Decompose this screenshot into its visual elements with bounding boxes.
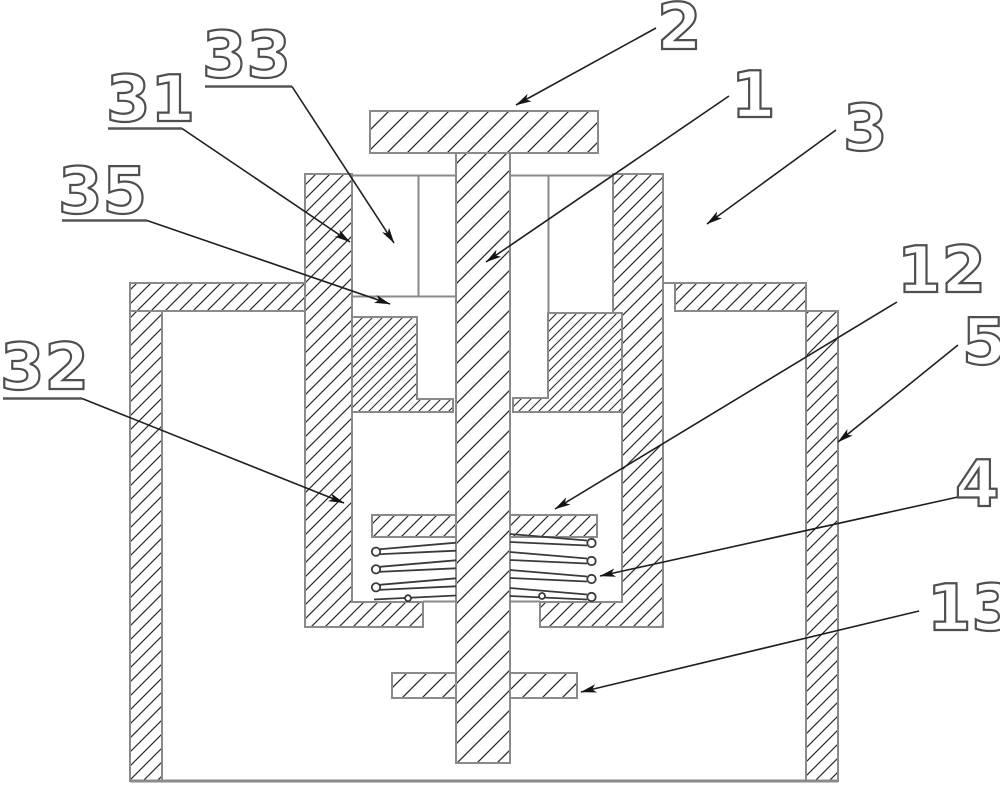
right-spring-plate bbox=[510, 515, 597, 537]
left-seat-block bbox=[352, 317, 453, 412]
callout-label-31: 31 bbox=[106, 68, 195, 132]
callout-label-2: 2 bbox=[657, 0, 702, 60]
left-spring bbox=[372, 543, 456, 602]
top-cap bbox=[370, 111, 598, 153]
container-left-wall bbox=[130, 311, 162, 781]
bottom-flange-right-tab bbox=[510, 673, 577, 698]
right-seat-block bbox=[513, 313, 622, 412]
bottom-flange-left-tab bbox=[392, 673, 456, 698]
right-spring bbox=[510, 534, 596, 601]
container-left-flange bbox=[130, 283, 305, 311]
callout-label-4: 4 bbox=[955, 453, 1000, 517]
callout-label-1: 1 bbox=[731, 64, 776, 128]
callout-label-12: 12 bbox=[897, 239, 986, 303]
callout-label-32: 32 bbox=[0, 336, 89, 400]
container-right-flange bbox=[675, 283, 806, 311]
callout-label-13: 13 bbox=[927, 577, 1000, 641]
left-spring-plate bbox=[372, 515, 456, 537]
callout-label-5: 5 bbox=[962, 311, 1000, 375]
callout-label-35: 35 bbox=[58, 160, 147, 224]
central-shaft bbox=[456, 153, 510, 763]
leader-3 bbox=[707, 130, 836, 224]
leader-5 bbox=[838, 345, 958, 442]
container-right-wall bbox=[806, 311, 838, 781]
callout-label-33: 33 bbox=[202, 24, 291, 88]
leader-2 bbox=[516, 28, 656, 105]
callout-label-3: 3 bbox=[843, 97, 888, 161]
